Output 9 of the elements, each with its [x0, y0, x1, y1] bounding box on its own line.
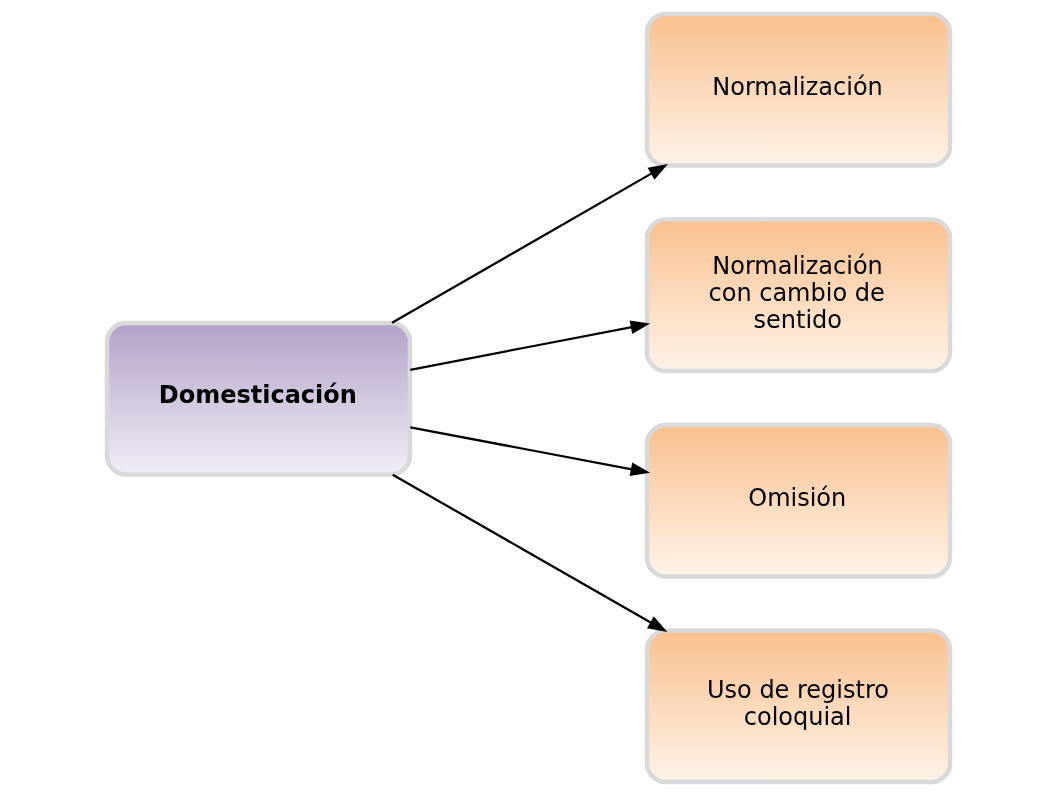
arrow: [391, 473, 667, 632]
node-box: Normalización con cambio de sentido: [644, 217, 952, 374]
node-box: Uso de registro coloquial: [644, 628, 952, 785]
arrow: [391, 164, 668, 324]
node-box: Omisión: [644, 422, 952, 579]
node-box: Domesticación: [104, 320, 412, 477]
arrow: [409, 426, 650, 476]
node-box: Normalización: [644, 11, 952, 168]
arrow: [409, 320, 650, 371]
